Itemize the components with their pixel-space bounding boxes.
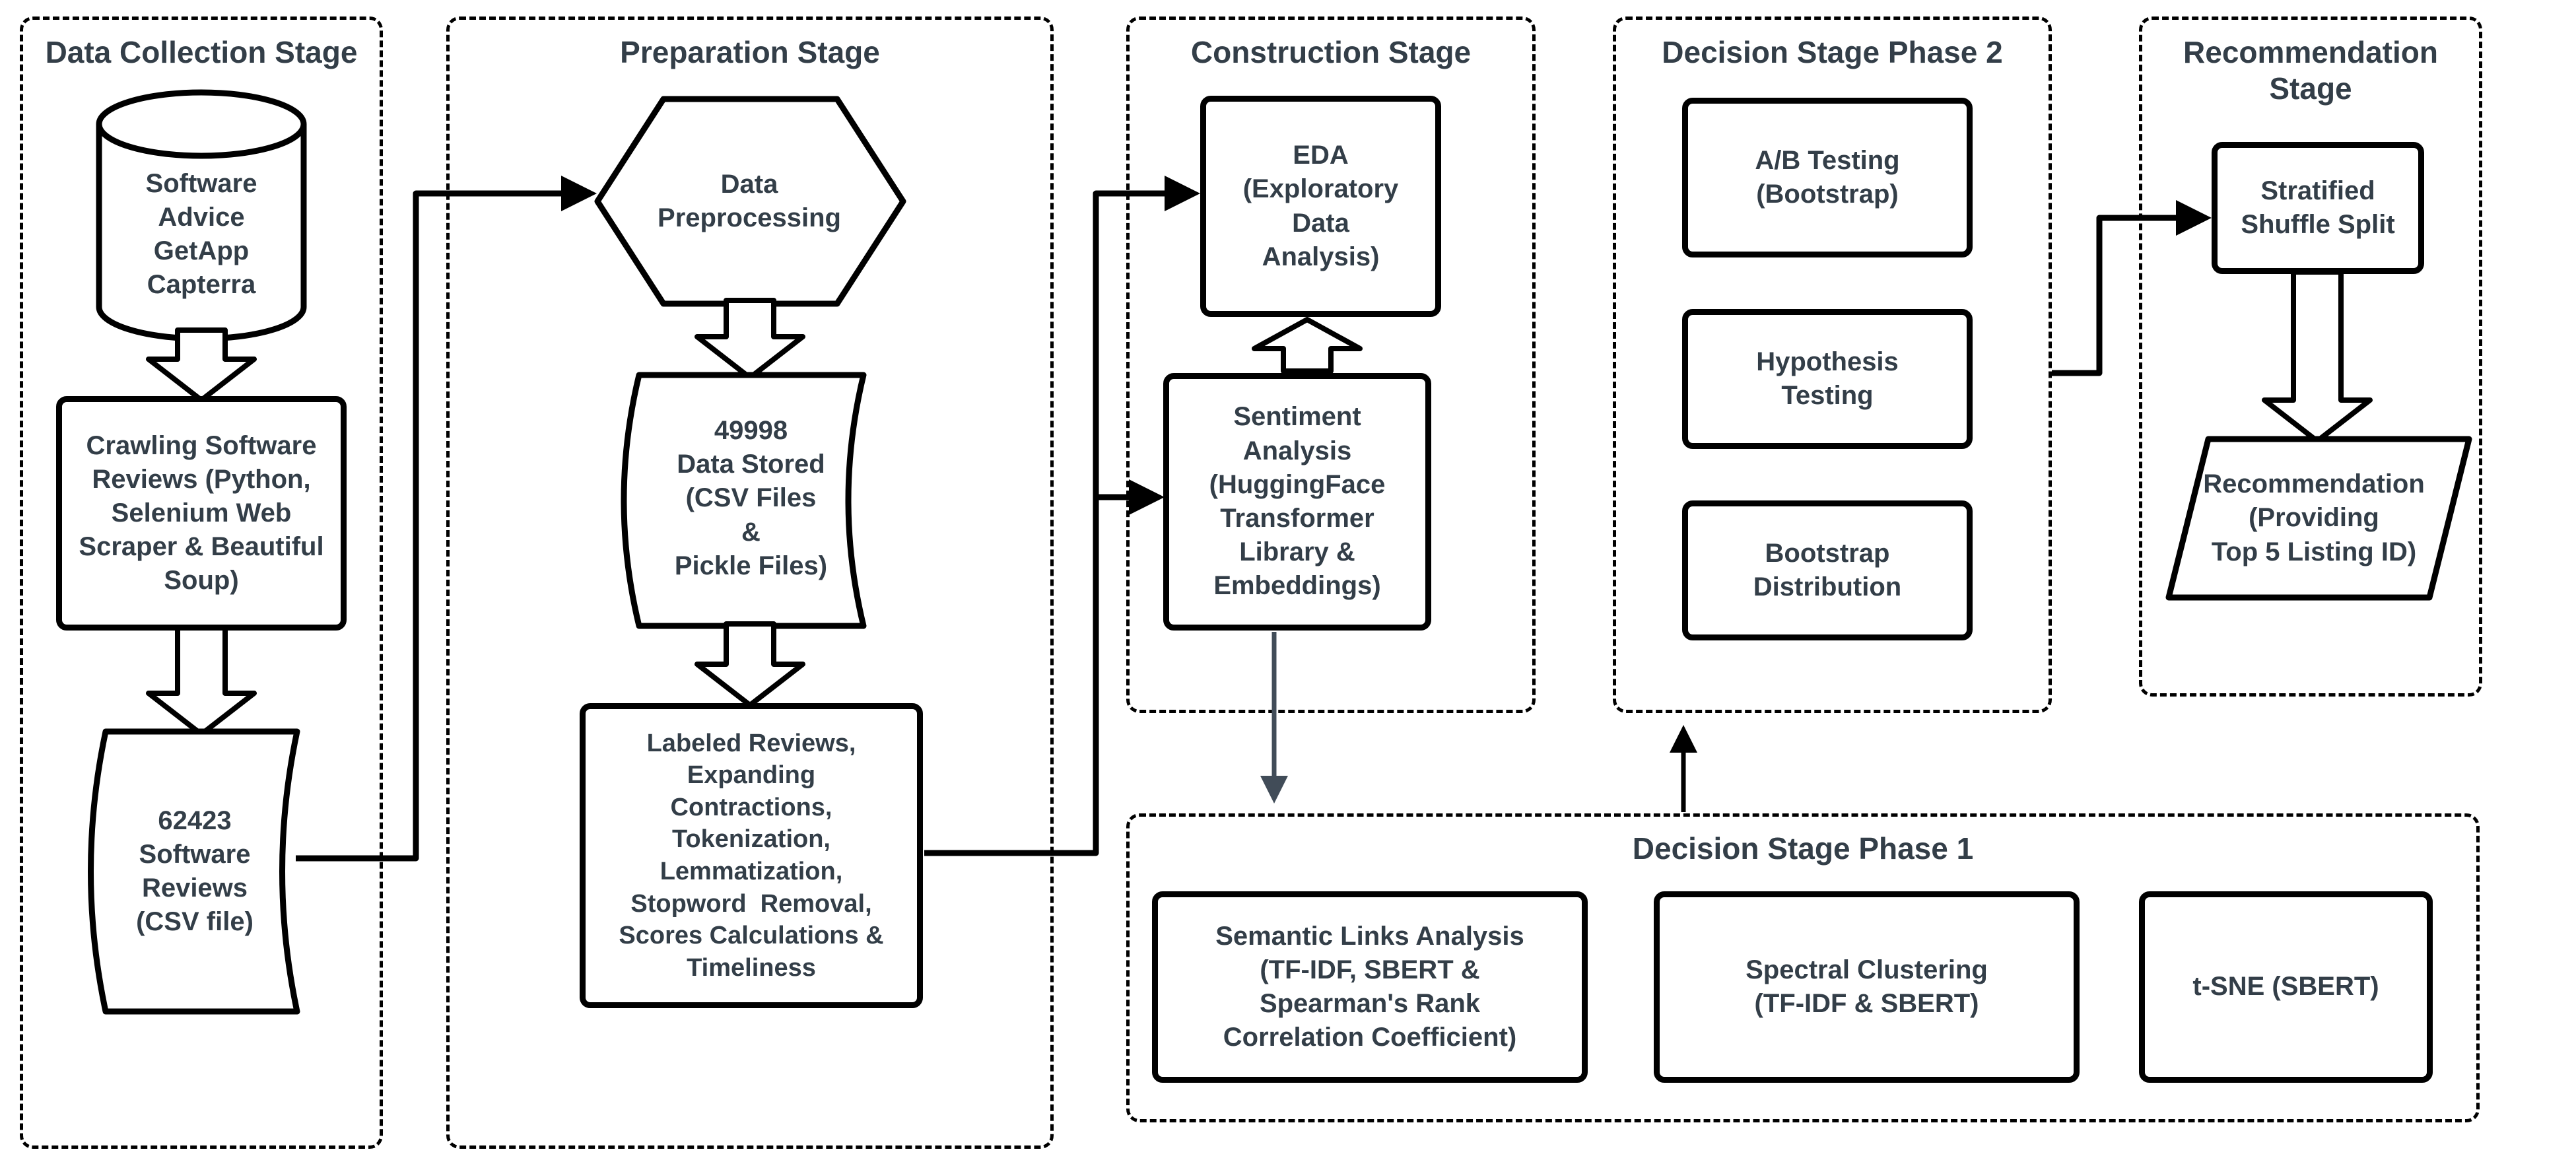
- node-semantic-links-analysis: Semantic Links Analysis (TF-IDF, SBERT &…: [1152, 891, 1588, 1083]
- stored-doc-label: 49998 Data Stored (CSV Files & Pickle Fi…: [674, 416, 828, 580]
- arrow-labeled-to-eda: [924, 176, 1200, 856]
- node-crawling: Crawling Software Reviews (Python, Selen…: [56, 396, 347, 631]
- title-decision-stage-phase-1: Decision Stage Phase 1: [1632, 831, 1974, 866]
- container-preparation-stage: [446, 17, 1054, 1149]
- process-hexagon-shape: [594, 96, 906, 307]
- node-tsne: t-SNE (SBERT): [2139, 891, 2433, 1083]
- block-arrow-down-icon: [695, 298, 805, 380]
- node-sentiment-analysis: Sentiment Analysis (HuggingFace Transfor…: [1163, 373, 1431, 631]
- block-arrow-down-icon: [695, 621, 805, 708]
- block-arrow-down-icon: [146, 327, 257, 403]
- container-recommendation-stage: [2139, 17, 2482, 697]
- arrow-reviews-to-preprocessing: [296, 176, 597, 862]
- node-eda: EDA (Exploratory Data Analysis): [1200, 96, 1441, 317]
- block-arrow-up-icon: [1252, 317, 1363, 374]
- recommendation-output-label: Recommendation (Providing Top 5 Listing …: [2203, 469, 2425, 566]
- node-hypothesis-testing: Hypothesis Testing: [1682, 309, 1973, 449]
- title-preparation-stage: Preparation Stage: [620, 35, 880, 69]
- title-decision-stage-phase-2: Decision Stage Phase 2: [1662, 35, 2003, 69]
- preprocessing-label: Data Preprocessing: [658, 169, 841, 232]
- container-data-collection-stage: [20, 17, 383, 1149]
- node-ab-testing: A/B Testing (Bootstrap): [1682, 98, 1973, 257]
- reviews-doc-label: 62423 Software Reviews (CSV file): [136, 805, 254, 937]
- parallelogram-shape-output: [2165, 436, 2472, 601]
- container-construction-stage: [1126, 17, 1536, 713]
- title-recommendation-stage: Recommendation Stage: [2183, 35, 2438, 106]
- document-shape-reviews: [88, 728, 300, 1015]
- node-spectral-clustering: Spectral Clustering (TF-IDF & SBERT): [1654, 891, 2080, 1083]
- node-labeled-reviews: Labeled Reviews, Expanding Contractions,…: [580, 703, 923, 1008]
- block-arrow-down-icon: [146, 625, 257, 737]
- node-bootstrap-distribution: Bootstrap Distribution: [1682, 500, 1973, 640]
- block-arrow-down-icon: [2262, 269, 2373, 444]
- document-shape-stored: [621, 372, 867, 629]
- container-decision-stage-phase-1: [1126, 813, 2480, 1122]
- node-stratified-shuffle-split: Stratified Shuffle Split: [2212, 142, 2424, 274]
- title-data-collection-stage: Data Collection Stage: [45, 35, 358, 69]
- arrow-phase2-to-split: [2052, 200, 2212, 376]
- title-construction-stage: Construction Stage: [1190, 35, 1472, 69]
- container-decision-stage-phase-2: [1613, 17, 2052, 713]
- database-label: Software Advice GetApp Capterra: [145, 168, 257, 300]
